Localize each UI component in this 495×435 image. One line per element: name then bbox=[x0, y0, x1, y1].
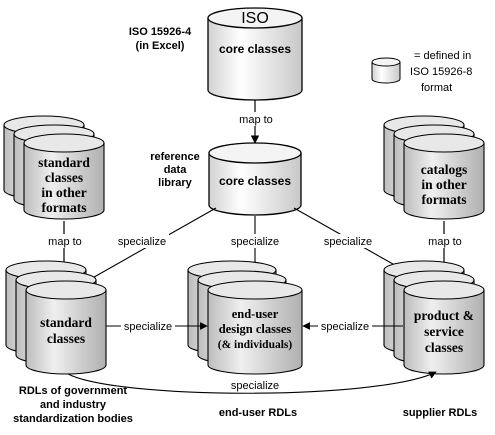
left-formats-line3: in other bbox=[41, 185, 86, 200]
gov-rdl-label-line2: and industry bbox=[40, 399, 107, 411]
legend-line2: ISO 15926-8 bbox=[410, 66, 472, 78]
standard-classes-other-formats-stack: standard classes in other formats bbox=[3, 115, 105, 220]
product-classes-line3: classes bbox=[425, 340, 463, 355]
enduser-classes-line3: (& individuals) bbox=[218, 339, 293, 351]
right-formats-line1: catalogs bbox=[421, 162, 468, 177]
right-formats-line3: formats bbox=[422, 192, 467, 207]
map-to-right-label: map to bbox=[428, 236, 462, 248]
iso-source-title: ISO 15926-4 bbox=[129, 26, 192, 38]
legend: = defined in ISO 15926-8 format bbox=[371, 50, 472, 94]
standard-classes-line1: standard bbox=[40, 315, 92, 330]
left-formats-line4: formats bbox=[42, 200, 87, 215]
enduser-rdls-label: end-user RDLs bbox=[219, 407, 297, 419]
enduser-classes-line1: end-user bbox=[232, 307, 279, 321]
rdl-cylinder-text: core classes bbox=[219, 174, 291, 188]
left-formats-line2: classes bbox=[45, 170, 83, 185]
iso-source-subtitle: (in Excel) bbox=[136, 40, 185, 52]
legend-line1: = defined in bbox=[414, 50, 471, 62]
enduser-classes-line2: design classes bbox=[219, 322, 292, 336]
specialize-left-label: specialize bbox=[118, 236, 166, 248]
standard-classes-line2: classes bbox=[47, 331, 85, 346]
product-service-classes-stack: product & service classes bbox=[383, 260, 485, 375]
specialize-prod-to-enduser-label: specialize bbox=[321, 321, 369, 333]
reference-label-line3: library bbox=[158, 177, 193, 189]
map-to-left-label: map to bbox=[48, 236, 82, 248]
iso-cylinder-text: core classes bbox=[219, 42, 291, 56]
gov-rdl-label-line1: RDLs of government bbox=[19, 385, 128, 397]
product-classes-line1: product & bbox=[414, 308, 474, 323]
legend-line3: format bbox=[421, 82, 452, 94]
catalogs-other-formats-stack: catalogs in other formats bbox=[383, 115, 485, 220]
specialize-std-to-enduser-label: specialize bbox=[124, 321, 172, 333]
specialize-right-label: specialize bbox=[324, 236, 372, 248]
specialize-bottom-arrow bbox=[67, 371, 437, 394]
enduser-design-classes-stack: end-user design classes (& individuals) bbox=[187, 260, 303, 375]
specialize-center-label: specialize bbox=[231, 236, 279, 248]
standard-classes-stack: standard classes bbox=[5, 260, 107, 375]
product-classes-line2: service bbox=[424, 324, 464, 339]
supplier-rdls-label: supplier RDLs bbox=[403, 407, 478, 419]
reference-label-line2: data bbox=[164, 164, 188, 176]
map-to-center-label: map to bbox=[239, 114, 273, 126]
gov-rdl-label-line3: standardization bodies bbox=[13, 413, 133, 425]
specialize-bottom-label: specialize bbox=[231, 380, 279, 392]
rdl-core-classes-cylinder: core classes bbox=[208, 142, 302, 216]
iso-cylinder-label: ISO bbox=[241, 10, 269, 27]
reference-label-line1: reference bbox=[150, 151, 200, 163]
right-formats-line2: in other bbox=[421, 177, 466, 192]
iso-core-classes-cylinder: ISO core classes bbox=[207, 7, 303, 101]
left-formats-line1: standard bbox=[38, 155, 90, 170]
